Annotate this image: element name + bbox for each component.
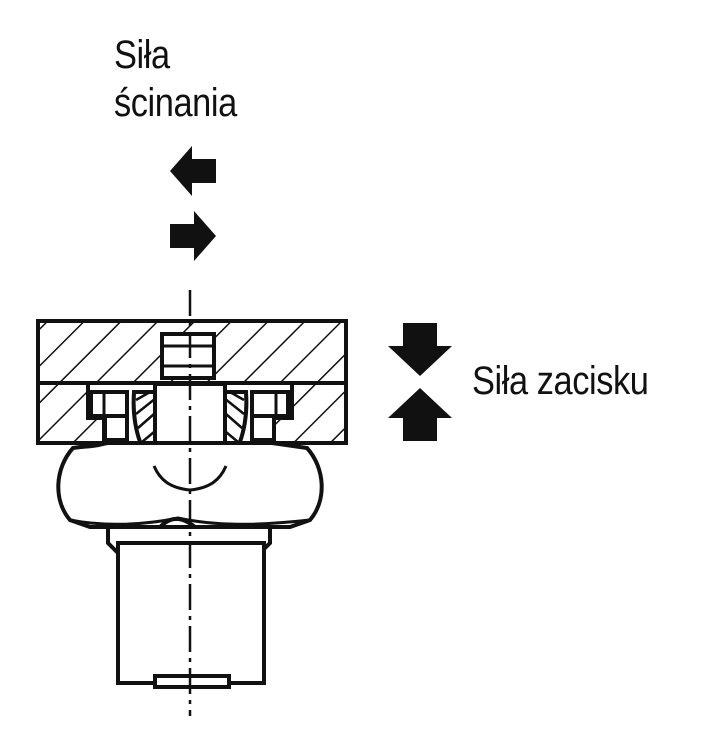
hex-flange — [56, 441, 324, 529]
washer-left — [89, 390, 129, 442]
shear-arrow-right-icon — [170, 211, 216, 261]
screw-head — [160, 332, 216, 380]
shear-force-label-line1: Siła — [114, 33, 170, 77]
washer-right — [250, 390, 290, 442]
clamping-force-label: Siła zacisku — [472, 359, 649, 403]
clamp-arrow-down-icon — [388, 323, 452, 376]
clamp-arrow-up-icon — [388, 388, 452, 441]
shear-arrow-left-icon — [170, 146, 216, 196]
shear-force-label-line2: ścinania — [114, 81, 237, 125]
